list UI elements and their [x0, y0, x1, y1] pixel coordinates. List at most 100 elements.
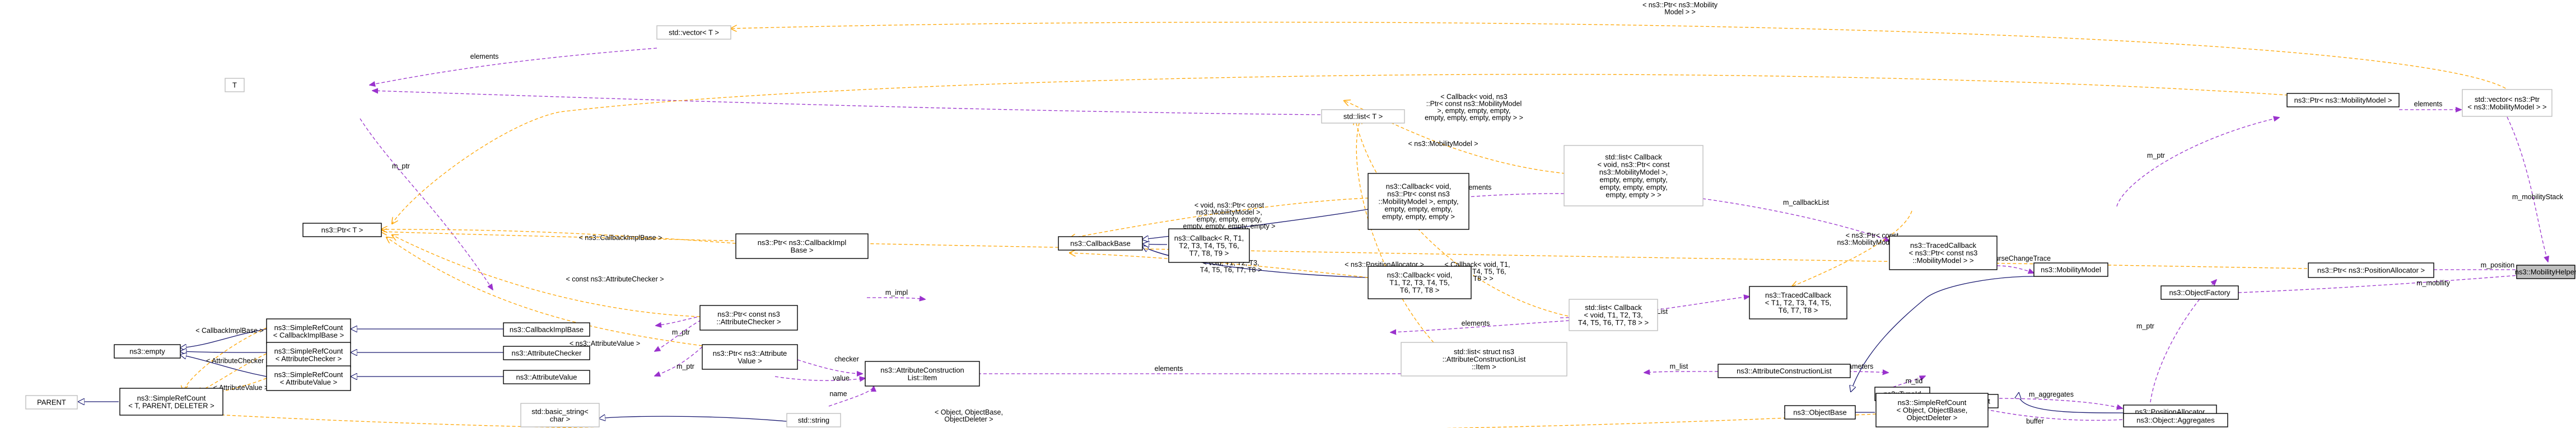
label-m-ptr-position: m_ptr: [2136, 322, 2154, 330]
node-traced-callback-ptr[interactable]: ns3::TracedCallback< ns3::Ptr< const ns3…: [1889, 236, 1998, 270]
node-object-aggregates[interactable]: ns3::Object::Aggregates: [2123, 413, 2228, 427]
node-mobility-helper[interactable]: ns3::MobilityHelper: [2515, 265, 2576, 279]
node-attribute-checker[interactable]: ns3::AttributeChecker: [503, 346, 590, 360]
node-simple-ref-count-tmpl[interactable]: ns3::SimpleRefCount< T, PARENT, DELETER …: [119, 388, 223, 416]
node-label-line: empty, empty, empty >: [1382, 213, 1455, 221]
node-list-struct-item[interactable]: std::list< struct ns3::AttributeConstruc…: [1401, 342, 1567, 377]
label-m-tid-factory: m_tid: [1906, 377, 1923, 385]
node-callback-impl-base[interactable]: ns3::CallbackImplBase: [503, 322, 590, 337]
node-callback-r-tmpl[interactable]: ns3::Callback< R, T1,T2, T3, T4, T5, T6,…: [1168, 228, 1250, 263]
tmpl-ptr-position-from-ptr-t: [381, 232, 2308, 269]
label-m-ptr-t: m_ptr: [392, 162, 410, 170]
node-label-line: T6, T7, T8 >: [1779, 306, 1818, 314]
use-elements-list-t: [372, 91, 1321, 115]
node-parent[interactable]: PARENT: [25, 395, 78, 410]
node-list-callback-tmpl-box: [1569, 299, 1658, 331]
label-tmpl-mobility-model: < ns3::MobilityModel >: [1408, 140, 1478, 148]
node-simple-ref-count-attribute-checker[interactable]: ns3::SimpleRefCount< AttributeChecker >: [266, 342, 351, 368]
node-object-base[interactable]: ns3::ObjectBase: [1784, 405, 1856, 420]
use-elements-list-1: [1391, 193, 1565, 208]
node-simple-ref-count-callback-impl[interactable]: ns3::SimpleRefCount< CallbackImplBase >: [266, 318, 351, 344]
node-callback-r-tmpl-box: [1168, 228, 1250, 263]
edge-label-line: m_ptr: [2136, 322, 2154, 330]
node-label-line: ns3::empty: [129, 347, 165, 356]
node-list-callback-mobility[interactable]: std::list< Callback< void, ns3::Ptr< con…: [1564, 145, 1704, 206]
node-attribute-value[interactable]: ns3::AttributeValue: [503, 370, 590, 384]
use-m-aggregates: [1987, 398, 2122, 408]
node-label-line: ::MobilityModel >, empty,: [1378, 197, 1458, 206]
node-traced-callback-tmpl[interactable]: ns3::TracedCallback< T1, T2, T3, T4, T5,…: [1749, 286, 1847, 319]
node-callback-void-mobility[interactable]: ns3::Callback< void,ns3::Ptr< const ns3:…: [1368, 173, 1469, 230]
node-empty[interactable]: ns3::empty: [114, 344, 181, 359]
label-tmpl-callback-impl-base: < ns3::CallbackImplBase >: [579, 234, 662, 242]
edge-label-line: < Callback< void, ns3: [1440, 93, 1508, 101]
node-basic-string[interactable]: std::basic_string<char >: [520, 403, 600, 427]
label-name: name: [829, 390, 847, 398]
edge-label-line: < ns3::AttributeValue >: [570, 340, 640, 347]
node-label-line: ns3::SimpleRefCount: [1898, 398, 1967, 407]
node-callback-void-tmpl[interactable]: ns3::Callback< void,T1, T2, T3, T4, T5,T…: [1368, 266, 1472, 299]
node-simple-ref-count-attribute-value[interactable]: ns3::SimpleRefCount< AttributeValue >: [266, 365, 351, 391]
use-m-tid-factory: [1882, 376, 1925, 392]
label-buffer: buffer: [2026, 417, 2044, 425]
use-elements-list-2: [1390, 320, 1570, 332]
edge-label-line: < Object, ObjectBase,: [935, 408, 1003, 416]
node-list-t[interactable]: std::list< T >: [1321, 109, 1405, 124]
node-label-line: Value >: [738, 356, 762, 365]
node-label-line: PARENT: [37, 398, 66, 407]
node-simple-ref-count-object[interactable]: ns3::SimpleRefCount< Object, ObjectBase,…: [1875, 393, 1989, 427]
node-t[interactable]: T: [225, 78, 245, 92]
edge-label-line: m_ptr: [672, 328, 690, 336]
edge-label-line: elements: [1463, 184, 1492, 191]
node-label-line: ns3::Callback< void,: [1387, 271, 1453, 279]
node-attribute-construction-list[interactable]: ns3::AttributeConstructionList: [1718, 364, 1851, 378]
tmpl-vector-ptr-from-vector-t: [731, 21, 2515, 96]
tmpl-simple-ref-count-value-from-tmpl: [202, 378, 267, 395]
tmpl-simple-ref-count-object-from-tmpl: [168, 412, 1877, 428]
node-list-t-box: [1321, 109, 1405, 124]
node-label-line: ns3::TracedCallback: [1910, 241, 1977, 250]
node-empty-box: [114, 344, 181, 359]
edge-label-line: < ns3::MobilityModel >: [1408, 140, 1478, 148]
node-label-line: < Object, ObjectBase,: [1897, 406, 1968, 415]
node-vector-ptr-mobility[interactable]: std::vector< ns3::Ptr< ns3::MobilityMode…: [2462, 89, 2552, 117]
node-label-line: List::Item: [908, 373, 937, 382]
node-ptr-t-box: [302, 223, 382, 237]
node-ptr-attribute-value[interactable]: ns3::Ptr< ns3::AttributeValue >: [702, 344, 798, 370]
inherit-src-attribute-checker-empty: [180, 351, 267, 352]
edge-label-line: m_mobility: [2416, 279, 2450, 287]
node-label-line: < CallbackImplBase >: [273, 331, 344, 339]
node-ptr-mobility-model[interactable]: ns3::Ptr< ns3::MobilityModel >: [2286, 93, 2400, 107]
node-attribute-construction-list-item[interactable]: ns3::AttributeConstructionList::Item: [865, 361, 980, 387]
node-label-line: ns3::SimpleRefCount: [274, 323, 343, 332]
edge-label-line: ObjectDeleter >: [944, 416, 993, 424]
use-m-ptr-t: [360, 118, 493, 290]
node-mobility-model[interactable]: ns3::MobilityModel: [2033, 262, 2108, 277]
node-callback-base[interactable]: ns3::CallbackBase: [1058, 236, 1143, 251]
label-tmpl-attribute-value-src: < AttributeValue >: [213, 384, 268, 392]
edge-label-line: < AttributeChecker >: [206, 357, 270, 365]
label-m-mobility: m_mobility: [2416, 279, 2450, 287]
node-ptr-t[interactable]: ns3::Ptr< T >: [302, 223, 382, 237]
node-simple-ref-count-object-box: [1875, 393, 1989, 427]
node-ptr-position-allocator[interactable]: ns3::Ptr< ns3::PositionAllocator >: [2308, 262, 2434, 278]
node-vector-t[interactable]: std::vector< T >: [656, 25, 731, 40]
node-ptr-callback-impl-base[interactable]: ns3::Ptr< ns3::CallbackImplBase >: [735, 233, 869, 259]
edge-label-line: elements: [1462, 319, 1490, 327]
node-attribute-construction-list-box: [1718, 364, 1851, 378]
node-label-line: std::list< struct ns3: [1454, 347, 1514, 356]
node-std-string[interactable]: std::string: [786, 413, 841, 427]
node-label-line: ns3::CallbackImplBase: [510, 326, 584, 334]
node-simple-ref-count-attribute-checker-box: [266, 342, 351, 368]
node-ptr-mobility-model-box: [2286, 93, 2400, 107]
label-m-impl: m_impl: [885, 289, 908, 297]
label-tmpl-callback-mobility-list: < Callback< void, ns3::Ptr< const ns3::M…: [1425, 93, 1523, 122]
use-name: [828, 386, 874, 407]
node-object-factory[interactable]: ns3::ObjectFactory: [2160, 285, 2239, 300]
node-ptr-const-attribute-checker[interactable]: ns3::Ptr< const ns3::AttributeChecker >: [699, 305, 798, 331]
node-list-callback-tmpl[interactable]: std::list< Callback< void, T1, T2, T3,T4…: [1569, 299, 1658, 331]
node-label-line: < T1, T2, T3, T4, T5,: [1765, 299, 1831, 307]
edge-label-line: m_aggregates: [2029, 391, 2074, 398]
edge-label-line: elements: [2414, 100, 2443, 108]
